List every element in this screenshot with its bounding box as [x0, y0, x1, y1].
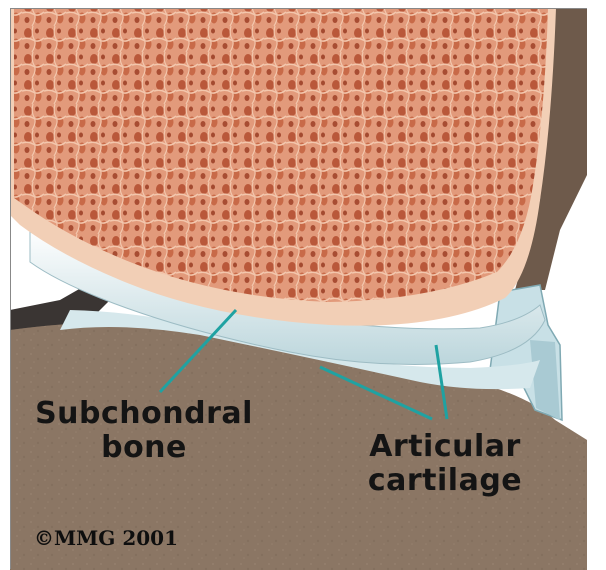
label-subchondral-line1: Subchondral	[35, 396, 253, 431]
copyright-notice: ©MMG 2001	[34, 526, 178, 550]
label-articular-cartilage: Articular cartilage	[346, 430, 544, 498]
label-subchondral-bone: Subchondral bone	[34, 397, 254, 465]
label-articular-line1: Articular	[369, 429, 521, 464]
label-subchondral-line2: bone	[101, 430, 187, 465]
label-articular-line2: cartilage	[368, 463, 522, 498]
